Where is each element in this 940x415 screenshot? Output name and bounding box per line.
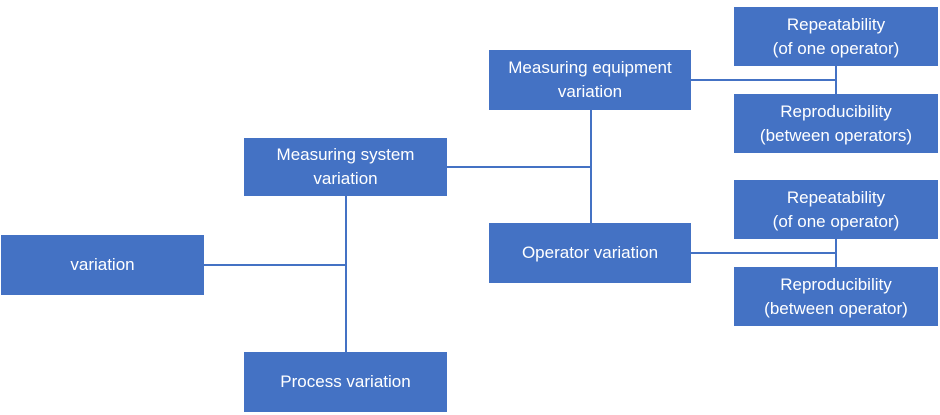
node-equipment-repeatability-label: Repeatability (of one operator) bbox=[772, 14, 900, 58]
node-equipment-reproducibility-label: Reproducibility (between operators) bbox=[759, 101, 913, 145]
node-process-label: Process variation bbox=[280, 372, 411, 391]
node-measuring-equipment-variation: Measuring equipment variation bbox=[489, 50, 691, 110]
node-equipment-reproducibility: Reproducibility (between operators) bbox=[734, 94, 938, 153]
node-measuring-system-variation: Measuring system variation bbox=[244, 138, 447, 196]
node-operator-repeatability-label: Repeatability (of one operator) bbox=[772, 187, 900, 231]
node-operator-reproducibility: Reproducibility (between operator) bbox=[734, 267, 938, 326]
node-operator-reproducibility-label: Reproducibility (between operator) bbox=[764, 274, 908, 318]
node-variation: variation bbox=[1, 235, 204, 295]
node-operator-variation: Operator variation bbox=[489, 223, 691, 283]
node-measuring-equipment-label: Measuring equipment variation bbox=[508, 58, 672, 101]
node-operator-label: Operator variation bbox=[521, 243, 659, 262]
node-operator-repeatability: Repeatability (of one operator) bbox=[734, 180, 938, 239]
node-equipment-repeatability: Repeatability (of one operator) bbox=[734, 7, 938, 66]
node-measuring-system-label: Measuring system variation bbox=[276, 145, 415, 188]
node-variation-label: variation bbox=[70, 255, 135, 274]
node-process-variation: Process variation bbox=[244, 352, 447, 412]
